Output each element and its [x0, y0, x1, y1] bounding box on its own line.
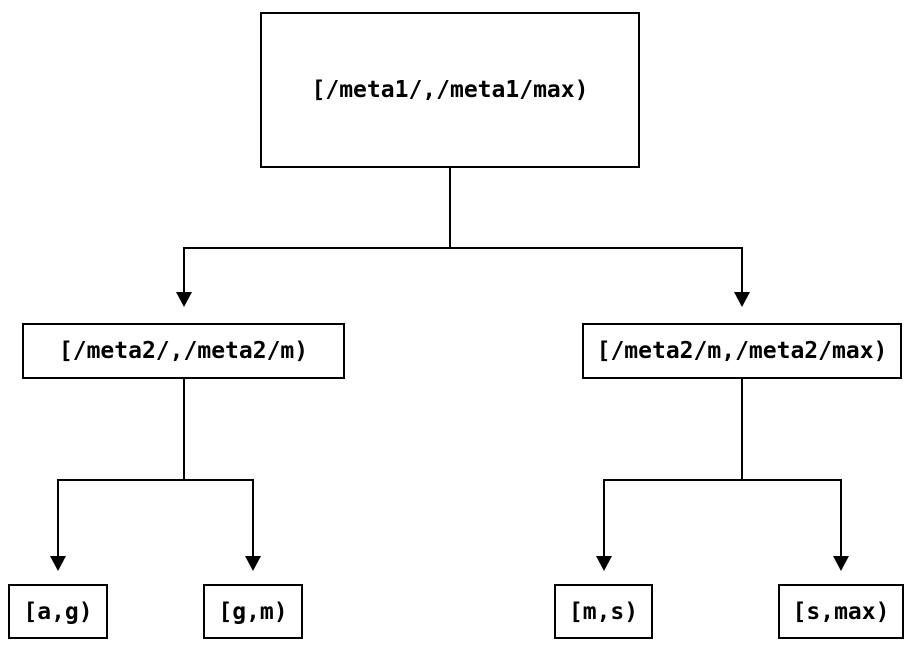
- node-leaf-ag-label: [a,g): [23, 598, 93, 625]
- node-leaf-ms: [m,s): [554, 584, 653, 639]
- node-leaf-gm: [g,m): [203, 584, 303, 639]
- node-meta2-left: [/meta2/,/meta2/m): [22, 323, 345, 379]
- arrowhead-leaf-ag-icon: [50, 556, 66, 571]
- arrowhead-leaf-ms-icon: [596, 556, 612, 571]
- node-leaf-ag: [a,g): [8, 584, 108, 639]
- node-leaf-smax-label: [s,max): [792, 598, 890, 625]
- node-leaf-gm-label: [g,m): [218, 598, 288, 625]
- node-root: [/meta1/,/meta1/max): [260, 12, 640, 168]
- arrowhead-leaf-gm-icon: [245, 556, 261, 571]
- arrowhead-mid-right-icon: [734, 292, 750, 307]
- node-leaf-ms-label: [m,s): [568, 598, 639, 625]
- node-meta2-right: [/meta2/m,/meta2/max): [582, 323, 902, 379]
- node-leaf-smax: [s,max): [778, 584, 904, 639]
- node-meta2-left-label: [/meta2/,/meta2/m): [58, 338, 309, 364]
- arrowhead-leaf-smax-icon: [833, 556, 849, 571]
- node-meta2-right-label: [/meta2/m,/meta2/max): [596, 338, 888, 364]
- node-root-label: [/meta1/,/meta1/max): [311, 77, 589, 103]
- arrowhead-mid-left-icon: [176, 292, 192, 307]
